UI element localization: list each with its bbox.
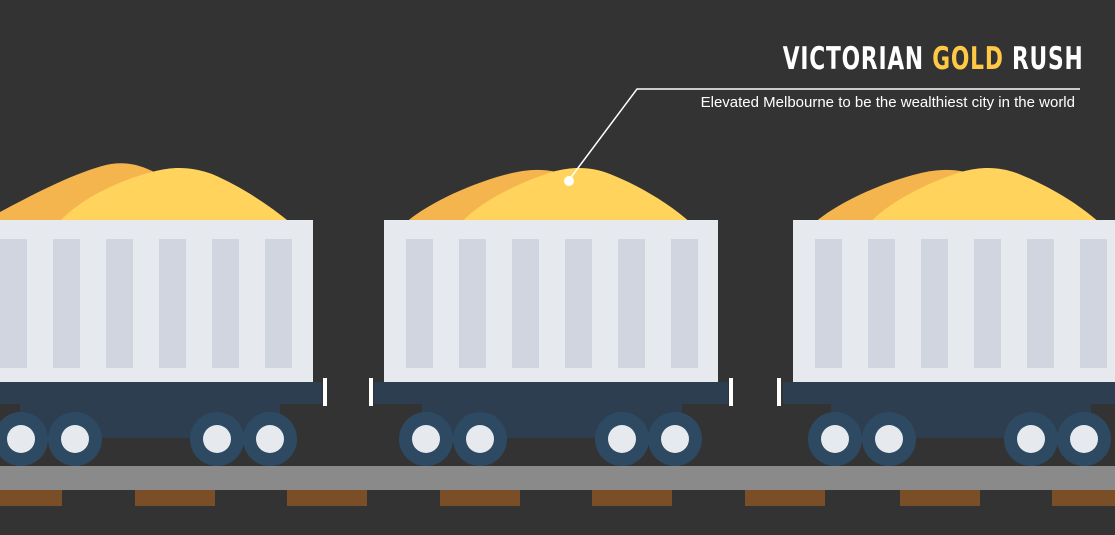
coupler-marker xyxy=(777,378,781,406)
sleeper xyxy=(1052,490,1115,506)
coupler-marker xyxy=(729,378,733,406)
callout-pointer-icon xyxy=(564,88,1080,186)
wheel-hub xyxy=(661,425,689,453)
wagon-slat xyxy=(1080,239,1107,368)
coupler-marker xyxy=(323,378,327,406)
wagon-slat xyxy=(671,239,698,368)
wagon-slat xyxy=(512,239,539,368)
title-highlight: GOLD xyxy=(931,41,1004,77)
sleeper xyxy=(0,490,62,506)
wheel-hub xyxy=(821,425,849,453)
wagon-body xyxy=(0,220,313,382)
wagon-slat xyxy=(459,239,486,368)
wagon-slat xyxy=(265,239,292,368)
wagon-body xyxy=(793,220,1115,382)
wagon-slat xyxy=(868,239,895,368)
track-sleepers xyxy=(0,490,1115,506)
sleeper xyxy=(135,490,215,506)
wagon-slat xyxy=(974,239,1001,368)
sleeper xyxy=(592,490,672,506)
callout-line xyxy=(568,88,1080,181)
wagon-slat xyxy=(921,239,948,368)
wagon-slat xyxy=(159,239,186,368)
gold-wagon-icon xyxy=(374,168,728,466)
wheel-hub xyxy=(875,425,903,453)
wagon-slat xyxy=(0,239,27,368)
gold-wagon-icon xyxy=(783,168,1115,466)
coupler-markers xyxy=(323,378,781,406)
wagon-chassis xyxy=(783,382,1115,404)
wagon-chassis xyxy=(0,382,322,404)
sleeper xyxy=(287,490,367,506)
gold-pile xyxy=(58,168,292,224)
sleeper xyxy=(440,490,520,506)
gold-pile xyxy=(869,168,1101,224)
wagon-chassis xyxy=(374,382,728,404)
wheel-hub xyxy=(412,425,440,453)
wagon-slat xyxy=(618,239,645,368)
wheel-hub xyxy=(1017,425,1045,453)
sleeper xyxy=(900,490,980,506)
wagon-slat xyxy=(565,239,592,368)
wheel-hub xyxy=(203,425,231,453)
subtitle: Elevated Melbourne to be the wealthiest … xyxy=(700,94,1075,111)
title-part-1: VICTORIAN xyxy=(782,41,932,77)
wheel-hub xyxy=(7,425,35,453)
wagon-slat xyxy=(815,239,842,368)
coupler-marker xyxy=(369,378,373,406)
wheel-hub xyxy=(256,425,284,453)
gold-pile xyxy=(460,168,692,224)
wagon-body xyxy=(384,220,718,382)
wagon-slat xyxy=(1027,239,1054,368)
wheel-hub xyxy=(608,425,636,453)
rail xyxy=(0,466,1115,490)
title-part-2: RUSH xyxy=(1003,41,1083,77)
wheel-hub xyxy=(1070,425,1098,453)
page-title: VICTORIAN GOLD RUSH xyxy=(782,44,1083,75)
wagon-slat xyxy=(53,239,80,368)
wheel-hub xyxy=(466,425,494,453)
sleeper xyxy=(745,490,825,506)
gold-wagon-icon xyxy=(0,163,322,466)
wheel-hub xyxy=(61,425,89,453)
wagon-slat xyxy=(106,239,133,368)
callout-dot xyxy=(564,176,574,186)
wagon-slat xyxy=(406,239,433,368)
wagon-slat xyxy=(212,239,239,368)
